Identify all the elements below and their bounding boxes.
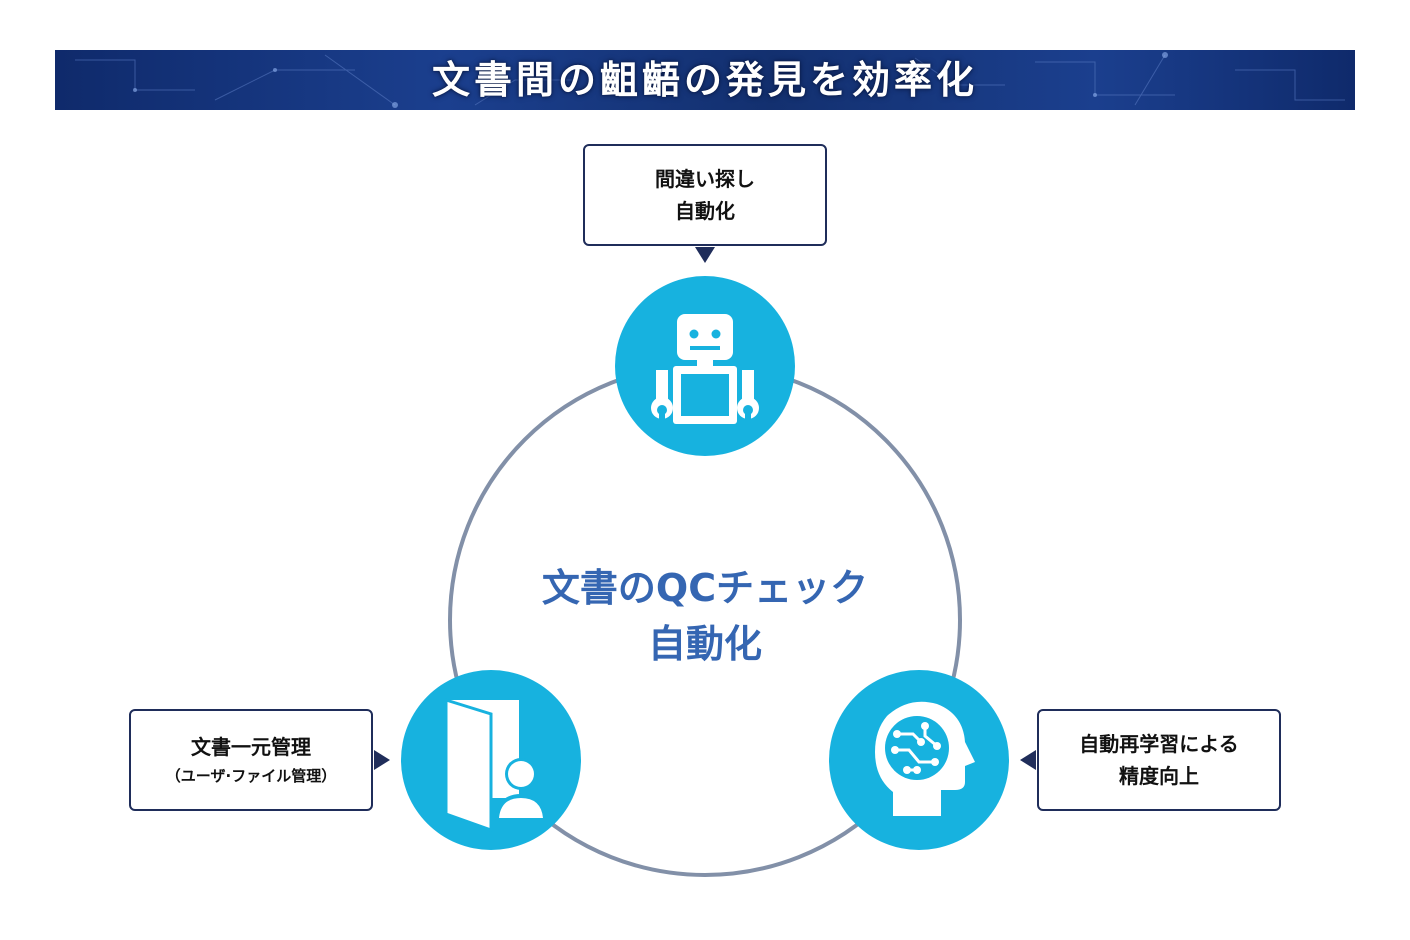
ai-brain-head-icon	[875, 701, 975, 816]
center-label-line2: 自動化	[647, 622, 762, 666]
circuit-pattern	[75, 52, 1345, 108]
callout-right-pointer	[1020, 750, 1036, 770]
callout-left-line2: （ユーザ·ファイル管理）	[165, 767, 337, 785]
callout-left-pointer	[374, 750, 390, 770]
callout-right: 自動再学習による 精度向上	[1037, 709, 1281, 811]
callout-top-line1: 間違い探し	[655, 167, 755, 191]
node-left	[401, 670, 581, 850]
node-right	[829, 670, 1009, 850]
callout-right-line1: 自動再学習による	[1079, 732, 1239, 756]
callout-top: 間違い探し 自動化	[583, 144, 827, 246]
callout-right-line2: 精度向上	[1119, 764, 1199, 788]
center-label: 文書のQCチェック 自動化	[455, 560, 955, 672]
title-banner: 文書間の齟齬の発見を効率化	[55, 50, 1355, 110]
folder-user-icon	[444, 697, 547, 833]
center-label-line1: 文書のQCチェック	[541, 566, 869, 610]
robot-icon	[651, 314, 759, 424]
callout-top-line2: 自動化	[675, 199, 735, 223]
page-title: 文書間の齟齬の発見を効率化	[431, 58, 978, 102]
callout-left-line1: 文書一元管理	[191, 735, 311, 759]
node-top	[615, 276, 795, 456]
callout-left: 文書一元管理 （ユーザ·ファイル管理）	[129, 709, 373, 811]
callout-top-pointer	[695, 247, 715, 263]
